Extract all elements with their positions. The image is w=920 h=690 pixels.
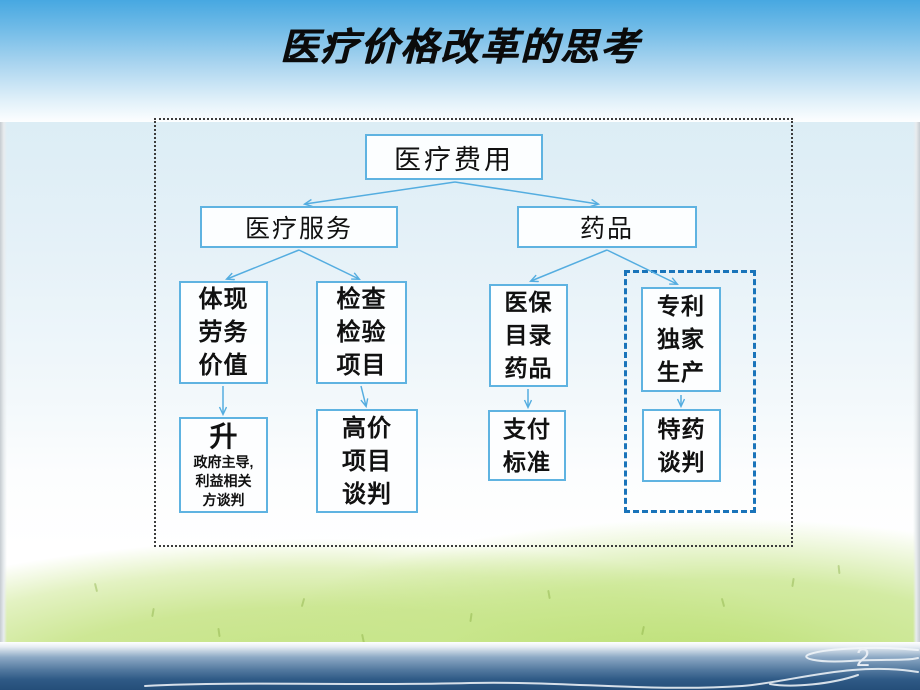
- water-band: [0, 642, 920, 690]
- node-patent-exclusive: 专利 独家 生产: [641, 287, 721, 392]
- node-line: 生产: [657, 359, 705, 385]
- node-line: 支付: [503, 415, 551, 442]
- node-line: 专利: [657, 293, 705, 319]
- node-line: 体现: [198, 286, 249, 313]
- node-line: 医保: [504, 289, 553, 315]
- node-exam-items: 检查 检验 项目: [316, 281, 407, 384]
- node-drug: 药品: [517, 206, 697, 248]
- left-edge-strip: [0, 122, 7, 643]
- node-line: 劳务: [198, 319, 249, 346]
- node-line: 检验: [336, 319, 387, 346]
- node-line: 项目: [336, 352, 387, 379]
- node-line: 高价: [342, 414, 392, 442]
- node-line: 项目: [342, 447, 392, 475]
- wave-swirl-decoration: [144, 646, 919, 689]
- node-payment-standard: 支付 标准: [488, 410, 566, 481]
- page-number: 2: [856, 644, 870, 672]
- node-line: 利益相关: [195, 472, 252, 489]
- node-line: 药品: [504, 355, 553, 381]
- node-label: 药品: [579, 215, 634, 243]
- node-medical-fee: 医疗费用: [365, 134, 543, 180]
- node-label: 医疗服务: [244, 215, 353, 243]
- node-medical-service: 医疗服务: [200, 206, 398, 248]
- node-line: 谈判: [342, 480, 392, 508]
- diagram-dotted-border: [154, 118, 793, 547]
- node-line: 政府主导,: [193, 453, 254, 470]
- title-band: [0, 0, 920, 122]
- node-line: 目录: [504, 322, 553, 348]
- right-edge-strip: [913, 122, 920, 643]
- patent-group-dashdot-border: [624, 270, 756, 513]
- node-line: 独家: [657, 326, 705, 352]
- node-line: 价值: [198, 352, 249, 379]
- node-label: 医疗费用: [394, 144, 514, 175]
- node-headline: 升: [209, 420, 238, 452]
- slide-title: 医疗价格改革的思考: [279, 27, 640, 69]
- node-line: 谈判: [657, 448, 706, 475]
- node-labor-value: 体现 劳务 价值: [179, 281, 268, 384]
- node-insurance-catalog-drugs: 医保 目录 药品: [489, 284, 568, 387]
- node-special-drug-negotiation: 特药 谈判: [642, 409, 721, 482]
- grass-hill: [0, 408, 920, 645]
- node-line: 标准: [503, 448, 551, 475]
- node-rise-negotiation: 升 政府主导, 利益相关 方谈判: [179, 417, 268, 513]
- node-highprice-negotiation: 高价 项目 谈判: [316, 409, 418, 513]
- node-line: 方谈判: [202, 491, 245, 508]
- node-line: 检查: [336, 286, 387, 313]
- node-line: 特药: [657, 415, 706, 442]
